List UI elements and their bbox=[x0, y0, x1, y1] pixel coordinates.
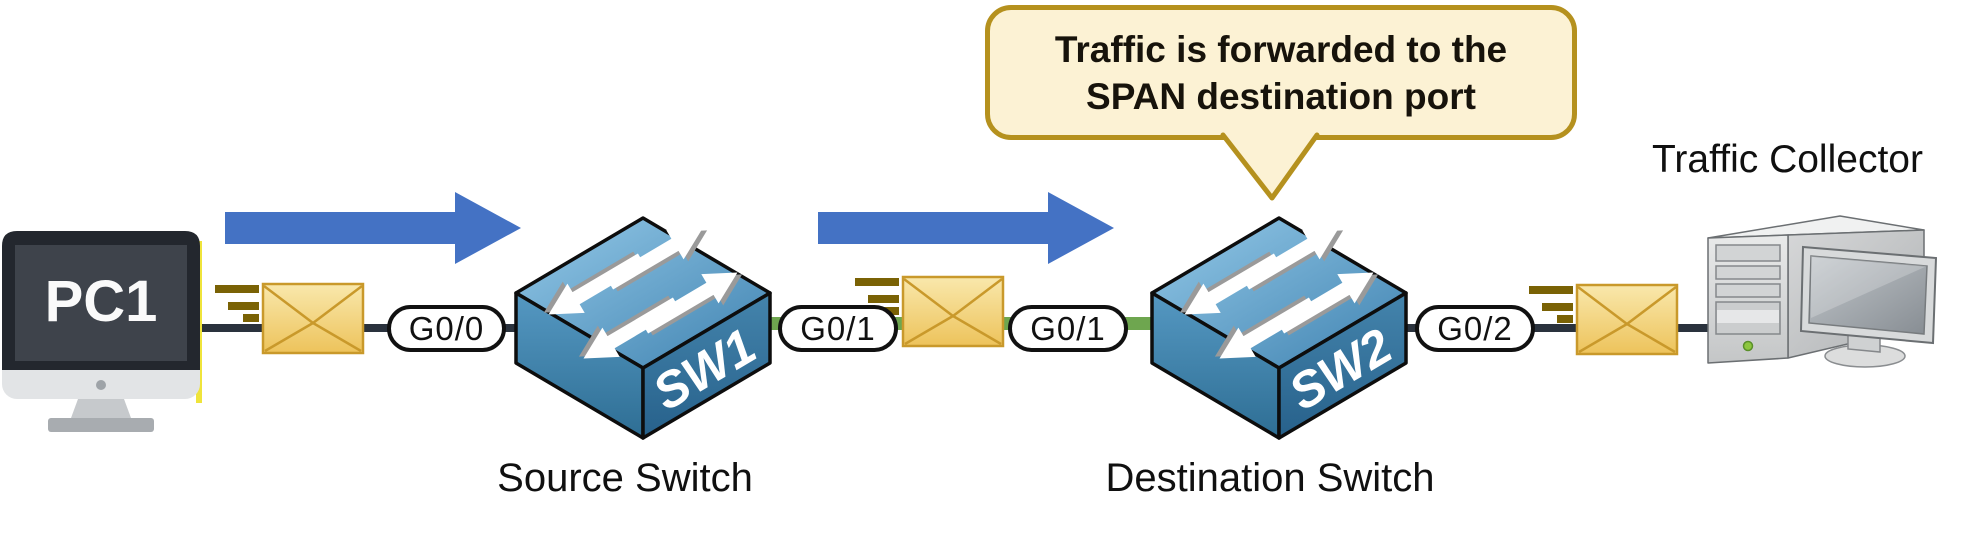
callout-line-1: Traffic is forwarded to the bbox=[1054, 28, 1508, 70]
callout-line-2: SPAN destination port bbox=[1086, 75, 1476, 117]
packet-envelope-icon-1 bbox=[215, 282, 365, 355]
sw2-node cisco-switch-icon: SW2 bbox=[1146, 212, 1412, 442]
port-label-sw1-g0-1: G0/1 bbox=[778, 305, 898, 352]
callout-text: Traffic is forwarded to the SPAN destina… bbox=[1055, 26, 1507, 120]
sw1-node cisco-switch-icon: SW1 bbox=[510, 212, 776, 442]
port-label-text: G0/1 bbox=[1030, 309, 1106, 347]
source-switch-caption: Source Switch bbox=[497, 456, 753, 500]
pc1-node desktop-monitor-icon: PC1 bbox=[2, 231, 202, 432]
flow-arrow-icon-left bbox=[225, 192, 521, 264]
port-label-g0-0: G0/0 bbox=[387, 305, 506, 352]
port-label-text: G0/0 bbox=[408, 309, 485, 347]
callout-bubble: Traffic is forwarded to the SPAN destina… bbox=[985, 5, 1577, 140]
flow-arrow-icon-right bbox=[818, 192, 1114, 264]
pc1-label: PC1 bbox=[45, 269, 158, 334]
port-label-g0-2: G0/2 bbox=[1415, 305, 1535, 352]
port-label-text: G0/1 bbox=[800, 309, 876, 347]
packet-envelope-icon-3 bbox=[1529, 283, 1679, 356]
traffic-collector-node server-with-monitor-icon bbox=[1707, 215, 1938, 368]
link-sw2-collector bbox=[1400, 324, 1718, 332]
destination-switch-caption: Destination Switch bbox=[1105, 456, 1435, 500]
callout-tail bbox=[1220, 132, 1320, 201]
port-label-sw2-g0-1: G0/1 bbox=[1008, 305, 1128, 352]
traffic-collector-caption: Traffic Collector bbox=[1652, 138, 1923, 181]
port-label-text: G0/2 bbox=[1437, 309, 1513, 347]
